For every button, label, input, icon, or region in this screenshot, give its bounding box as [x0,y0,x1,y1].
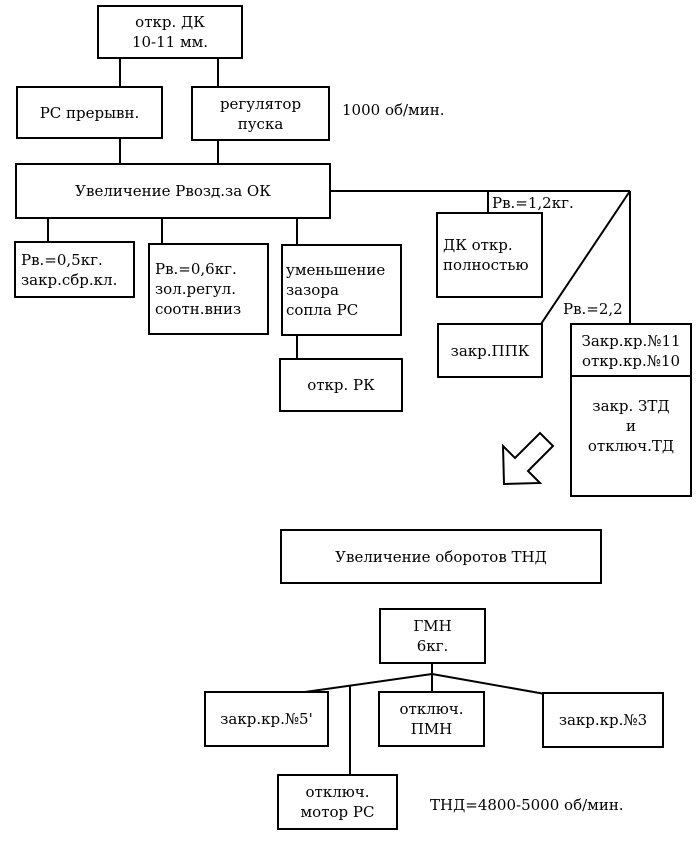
close-valve-5-line-1: закр.кр.№5' [220,710,313,728]
open-rk-box: откр. РК [279,358,403,412]
dk-fully-open-box: ДК откр. полностью [436,212,543,298]
start-regulator-box: регулятор пуска [191,86,330,141]
rs-intermittent-line-1: РС прерывн. [39,103,140,122]
close-valve-3-box: закр.кр.№3 [542,692,664,748]
open-dk-box: откр. ДК 10-11 мм. [97,5,243,59]
pressure-12-label: Рв.=1,2кг. [492,194,574,212]
pressure-22-label: Рв.=2,2 [563,300,623,318]
start-regulator-line-2: пуска [237,114,284,133]
pressure-06-line-3: соотн.вниз [155,300,242,318]
open-dk-line-1: откр. ДК [135,13,205,31]
close-valve-11-box: Закр.кр.№11 откр.кр.№10 [570,323,692,378]
close-ppk-box: закр.ППК [437,323,543,378]
close-valve-3-line-1: закр.кр.№3 [558,711,648,729]
tnd-speed-increase-line-1: Увеличение оборотов ТНД [335,547,547,566]
pressure-05-line-1: Рв.=0,5кг. [21,250,103,269]
gmn-line-1: ГМН [413,617,452,635]
gmn-box: ГМН 6кг. [379,608,486,664]
tnd-speed-increase-box: Увеличение оборотов ТНД [280,529,602,584]
dk-fully-open-line-2: полностью [443,256,529,274]
disable-rs-motor-line-2: мотор РС [300,803,375,821]
close-valve-11-line-2: откр.кр.№10 [581,351,681,370]
open-dk-line-2: 10-11 мм. [131,33,209,51]
disable-pmn-box: отключ. ПМН [378,691,485,747]
nozzle-gap-reduction-line-2: зазора [286,281,339,299]
dk-fully-open-line-1: ДК откр. [443,236,513,254]
pressure-06-line-1: Рв.=0,6кг. [155,260,237,278]
rpm-1000-label: 1000 об/мин. [342,101,445,119]
disable-pmn-line-1: отключ. [399,700,464,718]
close-ztd-line-2: и [626,417,636,435]
close-ztd-box: закр. ЗТД и отключ.ТД [570,375,692,497]
gmn-line-2: 6кг. [416,637,449,655]
nozzle-gap-reduction-line-1: уменьшение [286,261,386,279]
close-ztd-line-1: закр. ЗТД [592,397,670,415]
air-pressure-increase-box: Увеличение Рвозд.за ОК [15,163,331,219]
down-left-arrow-icon [501,431,555,486]
close-valve-11-line-1: Закр.кр.№11 [581,331,681,350]
pressure-06-box: Рв.=0,6кг. зол.регул. соотн.вниз [148,243,269,335]
nozzle-gap-reduction-line-3: сопла РС [286,301,359,319]
pressure-06-line-2: зол.регул. [155,280,236,298]
pressure-05-box: Рв.=0,5кг. закр.сбр.кл. [14,241,135,298]
close-valve-5-box: закр.кр.№5' [204,691,329,747]
nozzle-gap-reduction-box: уменьшение зазора сопла РС [281,244,402,336]
disable-pmn-line-2: ПМН [410,720,453,738]
close-ppk-line-1: закр.ППК [450,341,530,360]
open-rk-line-1: откр. РК [307,376,375,394]
air-pressure-increase-line-1: Увеличение Рвозд.за ОК [75,182,271,200]
pressure-05-line-2: закр.сбр.кл. [21,270,118,289]
disable-rs-motor-box: отключ. мотор РС [277,774,398,830]
start-regulator-line-1: регулятор [219,94,302,113]
close-ztd-line-3: отключ.ТД [587,437,675,455]
tnd-rpm-label: ТНД=4800-5000 об/мин. [430,796,624,814]
disable-rs-motor-line-1: отключ. [305,783,370,801]
rs-intermittent-box: РС прерывн. [16,86,163,139]
